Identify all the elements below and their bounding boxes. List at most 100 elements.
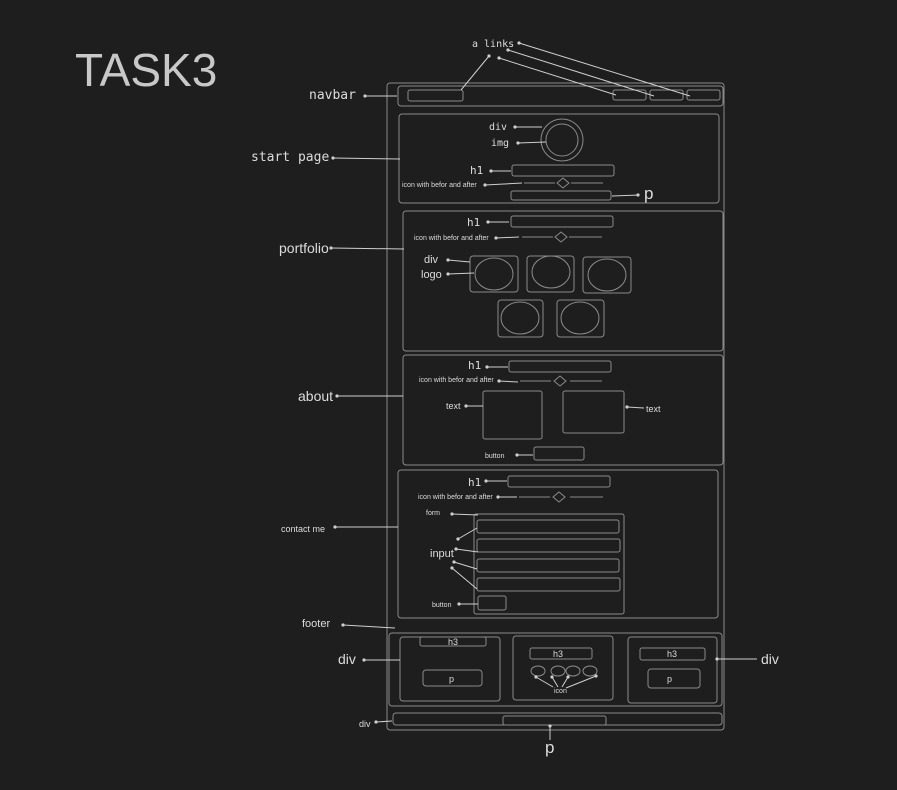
label-footer-h3-3: h3: [667, 649, 677, 659]
arrow-portfolio-div: [447, 259, 471, 263]
label-about: about: [298, 388, 333, 404]
arrow-footer-icon-4: [565, 675, 597, 689]
arrow-head: [548, 724, 552, 728]
portfolio-card-2: [526, 255, 575, 293]
portfolio-h1-box: [510, 215, 614, 228]
label-contact-me: contact me: [281, 524, 325, 534]
arrow-head: [494, 236, 498, 240]
label-about-button: button: [485, 453, 505, 460]
label-contact-icon: icon with befor and after: [418, 494, 493, 501]
arrow-head: [450, 512, 454, 516]
nav-link-1: [612, 89, 647, 101]
arrow-head: [486, 220, 490, 224]
label-footer-p-3: p: [667, 674, 672, 684]
arrow-head: [497, 379, 501, 383]
arrow-portfolio-logo: [447, 272, 475, 275]
portfolio-logo-4: [500, 301, 540, 335]
label-footer: footer: [302, 618, 330, 630]
start-div-circle: [540, 118, 584, 162]
arrow-head: [450, 566, 454, 570]
arrow-portfolio-icon: [495, 236, 520, 239]
arrow-head: [534, 675, 538, 679]
arrow-head: [497, 56, 501, 60]
label-portfolio-logo: logo: [421, 269, 442, 281]
footer-div-3: [627, 636, 718, 704]
arrow-head: [446, 272, 450, 276]
about-button-box: [533, 446, 585, 461]
footer-h3-box-2: [529, 647, 593, 660]
arrow-head: [341, 623, 345, 627]
arrow-start-icon: [484, 182, 523, 186]
arrow-a-links-4: [460, 55, 490, 91]
label-footer-p-1: p: [449, 674, 454, 684]
arrow-head: [363, 94, 367, 98]
label-about-icon: icon with befor and after: [419, 377, 494, 384]
about-box: [402, 354, 724, 466]
start-h1-box: [511, 164, 615, 177]
bottom-bar-div: [392, 712, 723, 726]
portfolio-card-3: [582, 256, 632, 294]
label-footer-icon: icon: [554, 688, 567, 695]
portfolio-logo-3: [587, 258, 627, 292]
label-footer-h3-1: h3: [448, 637, 458, 647]
arrow-a-links-3: [498, 57, 617, 96]
navbar-logo-box: [407, 89, 464, 102]
arrow-head: [446, 258, 450, 262]
arrow-head: [456, 537, 460, 541]
label-footer-div-left: div: [338, 651, 356, 667]
arrow-contact-input-3: [453, 561, 478, 570]
label-start-img: img: [491, 138, 509, 149]
annotation-arrows: [329, 41, 757, 740]
footer-h3-box-1: [419, 636, 487, 647]
arrow-footer-icon-3: [561, 676, 569, 688]
label-bottom-p: p: [545, 738, 554, 757]
contact-button-box: [477, 595, 507, 611]
arrow-head: [513, 125, 517, 129]
portfolio-box: [402, 210, 724, 352]
footer-icon-2: [550, 665, 566, 677]
label-start-page: start page: [251, 150, 329, 165]
arrow-contact-input-1: [457, 527, 478, 540]
footer-p-box-1: [422, 669, 483, 687]
arrow-footer-icon-2: [551, 676, 559, 688]
arrow-contact-input-2: [455, 548, 479, 553]
arrow-head: [496, 495, 500, 499]
arrow-head: [483, 183, 487, 187]
portfolio-logo-1: [474, 257, 514, 291]
arrow-head: [335, 394, 339, 398]
label-portfolio-icon: icon with befor and after: [414, 235, 489, 242]
label-contact-button: button: [432, 602, 452, 609]
contact-input-1: [476, 519, 620, 534]
about-text-box-1: [482, 390, 543, 440]
arrow-portfolio: [330, 247, 405, 250]
arrow-head: [484, 479, 488, 483]
arrow-head: [550, 675, 554, 679]
label-contact-input: input: [430, 548, 454, 560]
label-navbar: navbar: [309, 88, 356, 103]
footer-icon-1: [530, 665, 546, 677]
label-portfolio: portfolio: [279, 240, 329, 256]
arrow-head: [487, 54, 491, 58]
page-frame: [386, 82, 725, 731]
label-portfolio-h1: h1: [467, 216, 480, 229]
footer-icon-4: [582, 665, 598, 677]
contact-form-box: [473, 513, 625, 615]
arrow-contact-form: [451, 513, 479, 516]
arrow-start-page: [332, 157, 401, 160]
arrow-head: [715, 657, 719, 661]
about-icon-diamond: [553, 375, 567, 387]
arrow-start-img: [517, 141, 547, 144]
contact-input-3: [476, 558, 620, 573]
arrow-head: [506, 48, 510, 52]
arrow-head: [636, 193, 640, 197]
arrow-head: [454, 547, 458, 551]
arrow-head: [374, 720, 378, 724]
nav-link-2: [649, 89, 684, 101]
bottom-bar-p-box: [502, 715, 607, 726]
arrow-head: [517, 41, 521, 45]
label-contact-form: form: [426, 510, 440, 517]
arrow-head: [485, 365, 489, 369]
arrow-footer-icon-1: [535, 676, 554, 688]
arrow-head: [464, 404, 468, 408]
